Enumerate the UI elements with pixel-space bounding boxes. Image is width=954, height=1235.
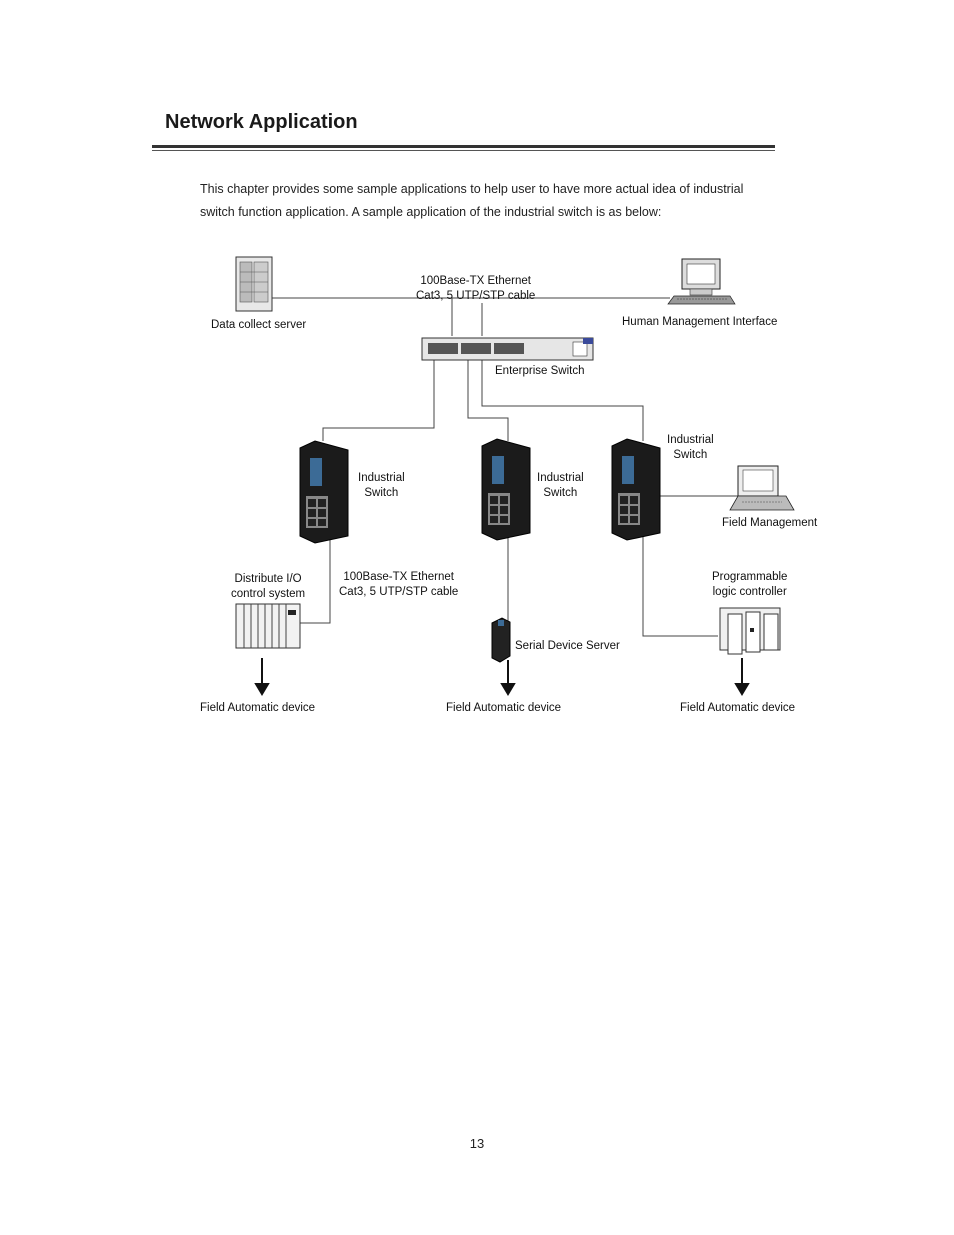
industrial-switch-1-line1: Industrial: [358, 472, 405, 484]
cable-label-bottom: 100Base-TX Ethernet Cat3, 5 UTP/STP cabl…: [339, 570, 458, 600]
arrows: [254, 658, 750, 696]
laptop-icon: [729, 465, 795, 511]
industrial-switch-3-icon: [611, 438, 661, 541]
page-number: 13: [469, 1136, 485, 1151]
desktop-pc-icon: [667, 258, 736, 305]
serial-device-server-label: Serial Device Server: [515, 640, 620, 652]
intro-line-2: switch function application. A sample ap…: [200, 205, 662, 219]
network-diagram-graphics: [235, 256, 795, 696]
industrial-switch-2-line2: Switch: [543, 487, 578, 499]
field-device-label-1: Field Automatic device: [200, 702, 316, 714]
page-title: Network Application: [165, 111, 358, 133]
enterprise-switch-icon: [421, 337, 594, 361]
intro-paragraph: This chapter provides some sample applic…: [200, 178, 790, 224]
serial-device-server-icon: [491, 617, 511, 663]
industrial-switch-3-line1: Industrial: [667, 434, 714, 446]
plc-icon: [719, 607, 781, 655]
industrial-switch-3-line2: Switch: [673, 449, 708, 461]
cable-label-top-line2: Cat3, 5 UTP/STP cable: [416, 290, 536, 302]
industrial-switch-1-icon: [299, 440, 349, 544]
data-collect-server-label: Data collect server: [211, 319, 307, 331]
heading-rule-thin: [152, 150, 775, 151]
server-icon: [235, 256, 273, 312]
industrial-switch-2-line1: Industrial: [537, 472, 584, 484]
field-device-label-3: Field Automatic device: [680, 702, 796, 714]
connection-lines: [272, 297, 738, 637]
human-management-label: Human Management Interface: [622, 316, 778, 328]
plc-label: Programmable logic controller: [712, 570, 787, 600]
distribute-io-line2: control system: [231, 588, 306, 600]
heading-rule: [152, 145, 775, 148]
distribute-io-label: Distribute I/O control system: [231, 572, 305, 602]
industrial-switch-1-label: Industrial Switch: [358, 471, 405, 501]
intro-line-1: This chapter provides some sample applic…: [200, 182, 744, 196]
cable-label-top-line1: 100Base-TX Ethernet: [420, 275, 531, 287]
enterprise-switch-label: Enterprise Switch: [495, 365, 585, 377]
distribute-io-line1: Distribute I/O: [234, 573, 302, 585]
network-diagram: 100Base-TX Ethernet Cat3, 5 UTP/STP cabl…: [190, 248, 840, 728]
plc-line2: logic controller: [712, 586, 787, 598]
cable-label-bottom-line1: 100Base-TX Ethernet: [343, 571, 454, 583]
industrial-switch-3-label: Industrial Switch: [667, 433, 714, 463]
cable-label-bottom-line2: Cat3, 5 UTP/STP cable: [339, 586, 459, 598]
field-management-label: Field Management: [722, 517, 818, 529]
industrial-switch-1-line2: Switch: [364, 487, 399, 499]
io-rack-icon: [235, 603, 301, 649]
industrial-switch-2-icon: [481, 438, 531, 541]
cable-label-top: 100Base-TX Ethernet Cat3, 5 UTP/STP cabl…: [416, 274, 535, 304]
field-device-label-2: Field Automatic device: [446, 702, 562, 714]
plc-line1: Programmable: [712, 571, 788, 583]
industrial-switch-2-label: Industrial Switch: [537, 471, 584, 501]
